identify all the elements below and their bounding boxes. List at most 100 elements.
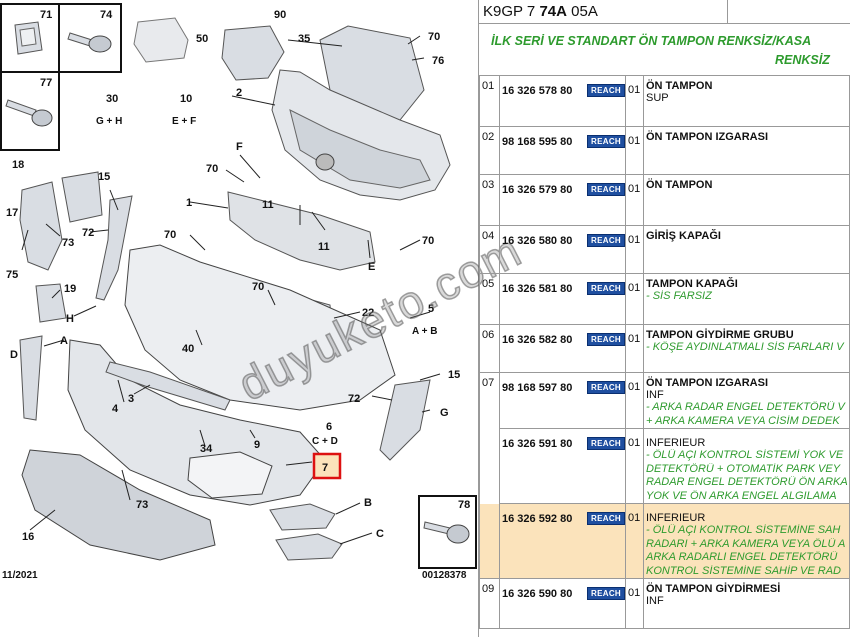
callout: 3 [128,393,134,405]
callout-7-highlight[interactable] [312,452,342,480]
part-note: - KÖŞE AYDINLATMALI SİS FARLARI V [646,341,844,353]
part-number[interactable]: 16 326 591 80 [502,437,573,450]
quantity: 01 [628,282,641,294]
strip-3 [105,361,231,411]
callout: 50 [196,33,208,45]
part-name: TAMPON GİYDİRME GRUBU [646,329,794,341]
ref-code-b: 74A [539,3,567,20]
part-name: ÖN TAMPON [646,179,713,191]
callout: 70 [422,235,434,247]
part-number[interactable]: 98 168 597 80 [502,381,573,394]
callout: 70 [252,281,264,293]
callout: 34 [200,443,213,455]
quantity: 01 [628,381,641,393]
callout: 11 [262,199,274,211]
callout: 1 [186,197,192,209]
reach-badge: REACH [587,333,625,346]
part-number[interactable]: 16 326 578 80 [502,84,573,97]
callout: 40 [182,343,194,355]
part-name: ÖN TAMPON [646,80,713,92]
callout-7[interactable]: 7 [322,462,328,474]
screw-78-head [446,524,470,544]
bumper-skin [124,244,396,411]
bracket-19 [35,283,67,323]
callout: E + F [172,116,196,127]
insert-B [269,503,336,531]
part-note: RADARI + ARKA KAMERA VEYA ÖLÜ A [646,537,846,550]
callout: 35 [298,33,310,45]
callout: 72 [82,227,94,239]
reach-badge: REACH [587,183,625,196]
parts-list-panel: K9GP 7 74A 05A İLK SERİ VE STANDART ÖN T… [479,0,850,637]
bracket-72-left [95,195,133,301]
callout: 11 [318,241,330,253]
part-subtitle: INFERIEUR [646,437,706,449]
quantity: 01 [628,437,641,449]
part-number[interactable]: 16 326 579 80 [502,183,573,196]
ref-code-a: K9GP 7 [483,3,540,20]
callout: A [60,335,68,347]
callout: 15 [98,171,110,183]
row-number: 01 [482,80,495,92]
bracket-90 [221,25,285,81]
part-note: KONTROL SİSTEMİNE SAHİP VE RAD [646,564,841,577]
part-subtitle: INF [646,389,664,401]
callout: 18 [12,159,24,171]
callout: 73 [136,499,148,511]
callout: D [10,349,18,361]
reach-badge: REACH [587,381,625,394]
callout: G + H [96,116,122,127]
callout: F [236,141,243,153]
quantity: 01 [628,512,641,524]
diagram-date: 11/2021 [2,570,38,581]
part-name: ÖN TAMPON IZGARASI [646,131,769,143]
title-line-1: İLK SERİ VE STANDART ÖN TAMPON RENKSİZ/K… [491,34,812,48]
callout: 10 [180,93,192,105]
ref-code-c: 05A [566,3,598,20]
callout: 6 [326,421,332,433]
part-name: GİRİŞ KAPAĞI [646,230,721,242]
part-number[interactable]: 98 168 595 80 [502,135,573,148]
callout: 74 [100,9,113,21]
quantity: 01 [628,183,641,195]
part-note: DETEKTÖRÜ + OTOMATİK PARK VEY [646,462,841,475]
callout: 78 [458,499,470,511]
part-number[interactable]: 16 326 590 80 [502,587,573,600]
row-number: 04 [482,230,495,242]
fog-cover-7 [187,451,273,499]
callout: C + D [312,436,338,447]
callout: 70 [164,229,176,241]
callout: 22 [362,307,374,319]
quantity: 01 [628,333,641,345]
part-note: - SİS FARSIZ [646,290,712,302]
callout: 30 [106,93,118,105]
part-number[interactable]: 16 326 581 80 [502,282,573,295]
part-number[interactable]: 16 326 580 80 [502,234,573,247]
insert-C [275,533,343,561]
row-number: 05 [482,278,495,290]
callout: 19 [64,283,76,295]
part-number[interactable]: 16 326 592 80 [502,512,573,525]
callout: 72 [348,393,360,405]
title-line-2: RENKSİZ [775,53,830,67]
reach-badge: REACH [587,587,625,600]
clip-71-inner [19,27,37,47]
callout: A + B [412,326,437,337]
reach-badge: REACH [587,84,625,97]
box-77 [0,71,60,151]
callout: 76 [432,55,444,67]
part-name: ÖN TAMPON IZGARASI [646,377,769,389]
callout: C [376,528,384,540]
callout: 70 [206,163,218,175]
part-number[interactable]: 16 326 582 80 [502,333,573,346]
